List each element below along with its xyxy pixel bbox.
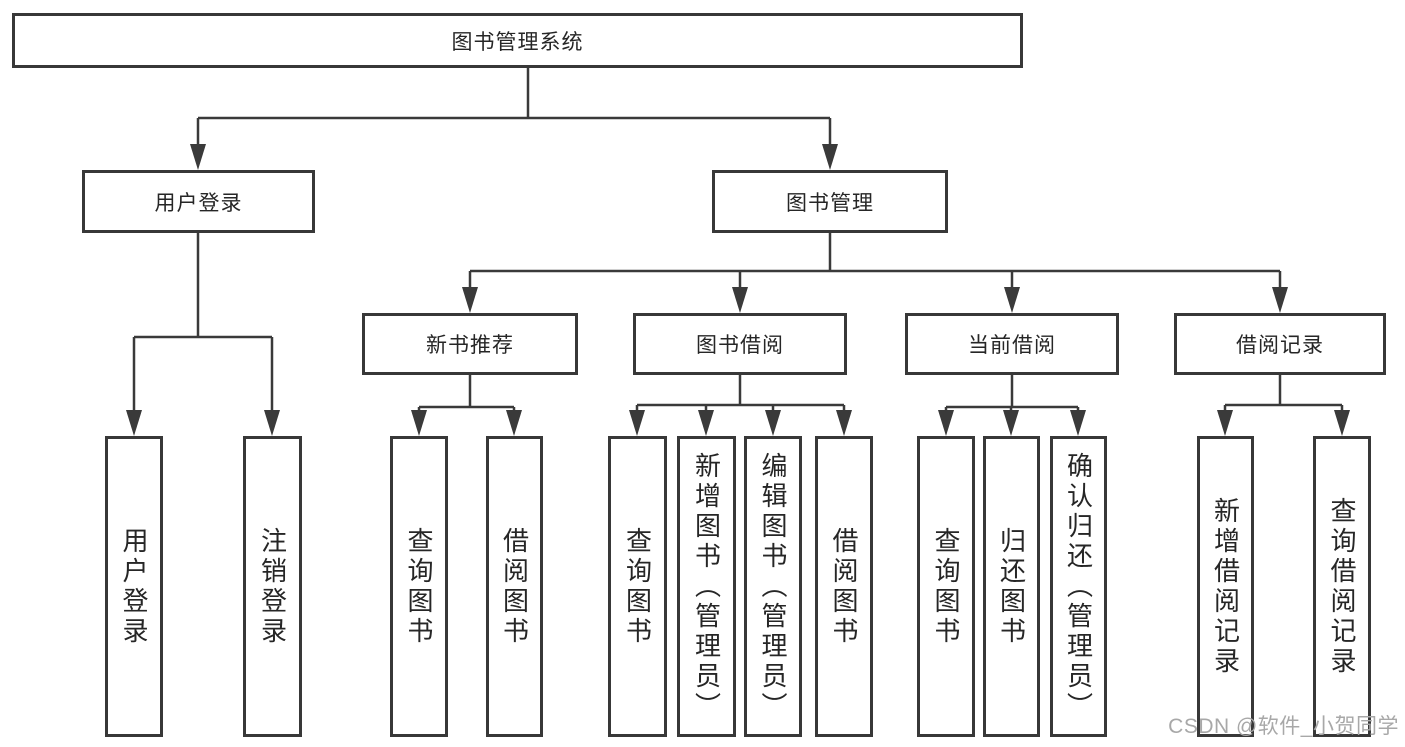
node-add-books-admin: 新增图书（管理员） — [677, 436, 736, 737]
watermark-text: CSDN @软件_小贺同学 — [1168, 715, 1399, 738]
node-user-login-leaf-label: 用户登录 — [119, 526, 149, 647]
node-add-borrow-record-label: 新增借阅记录 — [1210, 496, 1241, 677]
node-user-login: 用户登录 — [82, 170, 315, 233]
node-add-borrow-record: 新增借阅记录 — [1197, 436, 1254, 737]
arrowheads — [126, 144, 1350, 436]
node-query-borrow-record: 查询借阅记录 — [1313, 436, 1371, 737]
node-book-management-label: 图书管理 — [786, 191, 874, 215]
node-book-borrowing: 图书借阅 — [633, 313, 847, 375]
node-borrow-books-leaf: 借阅图书 — [815, 436, 873, 737]
node-edit-books-admin: 编辑图书（管理员） — [744, 436, 802, 737]
node-query-books-borrowing-label: 查询图书 — [622, 526, 653, 647]
node-borrow-books-leaf-label: 借阅图书 — [829, 526, 859, 647]
node-current-borrowing-label: 当前借阅 — [968, 334, 1056, 357]
node-user-login-label: 用户登录 — [154, 191, 243, 215]
node-borrow-books-recommend: 借阅图书 — [486, 436, 543, 737]
node-current-borrowing: 当前借阅 — [905, 313, 1119, 375]
node-return-books: 归还图书 — [983, 436, 1040, 737]
node-borrow-books-recommend-label: 借阅图书 — [499, 526, 530, 647]
node-logout-leaf-label: 注销登录 — [257, 526, 288, 647]
node-borrowing-records: 借阅记录 — [1174, 313, 1386, 375]
node-book-management: 图书管理 — [712, 170, 948, 233]
node-query-books-recommend-label: 查询图书 — [404, 526, 434, 647]
node-book-borrowing-label: 图书借阅 — [696, 334, 784, 357]
node-user-login-leaf: 用户登录 — [105, 436, 163, 737]
node-new-book-recommendation-label: 新书推荐 — [426, 334, 514, 357]
node-new-book-recommendation: 新书推荐 — [362, 313, 578, 375]
node-return-books-label: 归还图书 — [996, 526, 1027, 647]
node-logout-leaf: 注销登录 — [243, 436, 302, 737]
node-confirm-return-admin: 确认归还（管理员） — [1050, 436, 1107, 737]
node-library-system-label: 图书管理系统 — [451, 30, 584, 54]
node-edit-books-admin-label: 编辑图书（管理员） — [758, 451, 788, 722]
node-query-borrow-record-label: 查询借阅记录 — [1327, 496, 1357, 677]
node-add-books-admin-label: 新增图书（管理员） — [691, 451, 722, 722]
node-query-books-current: 查询图书 — [917, 436, 975, 737]
node-query-books-borrowing: 查询图书 — [608, 436, 667, 737]
node-borrowing-records-label: 借阅记录 — [1236, 334, 1324, 357]
node-query-books-current-label: 查询图书 — [931, 526, 961, 647]
node-query-books-recommend: 查询图书 — [390, 436, 448, 737]
node-library-system: 图书管理系统 — [12, 13, 1023, 68]
node-confirm-return-admin-label: 确认归还（管理员） — [1063, 451, 1094, 722]
